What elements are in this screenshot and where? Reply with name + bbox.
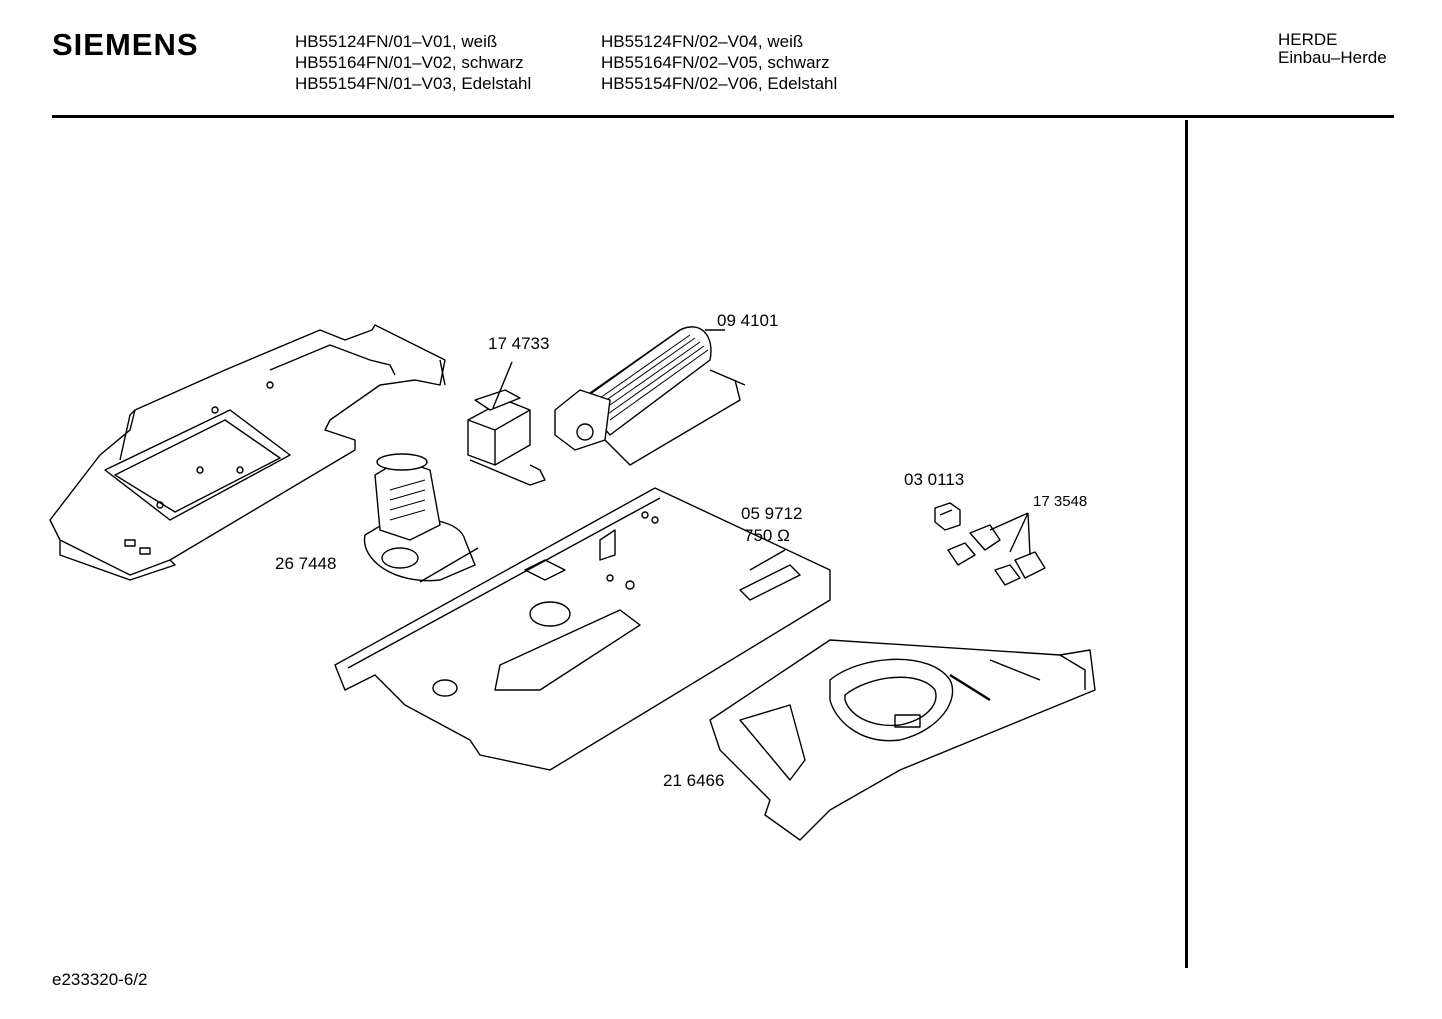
model-item: HB55164FN/02–V05, schwarz <box>601 53 830 72</box>
part-value-059712: 750 Ω <box>744 526 790 545</box>
product-category: HERDE Einbau–Herde <box>1278 31 1387 67</box>
model-list-left: HB55124FN/01–V01, weiß HB55164FN/01–V02,… <box>295 31 531 94</box>
category-subtitle: Einbau–Herde <box>1278 48 1387 67</box>
clip-parts <box>947 512 1046 586</box>
header-divider <box>52 115 1394 118</box>
model-item: HB55124FN/02–V04, weiß <box>601 32 804 51</box>
model-item: HB55154FN/02–V06, Edelstahl <box>601 74 838 93</box>
part-label-267448: 26 7448 <box>275 554 337 573</box>
cross-flow-fan-part <box>554 326 746 466</box>
model-item: HB55154FN/01–V03, Edelstahl <box>295 74 532 93</box>
top-frame-plate <box>49 324 446 581</box>
base-plate <box>334 487 831 771</box>
document-id: e233320-6/2 <box>52 970 148 989</box>
switch-part <box>934 502 961 531</box>
part-label-059712: 05 9712 <box>741 504 803 523</box>
model-item: HB55124FN/01–V01, weiß <box>295 32 498 51</box>
transformer-part <box>467 361 546 486</box>
bottom-tray <box>709 639 1096 841</box>
part-label-216466: 21 6466 <box>663 771 725 790</box>
part-label-030113: 03 0113 <box>904 470 965 489</box>
part-label-094101: 09 4101 <box>717 311 779 330</box>
model-item: HB55164FN/01–V02, schwarz <box>295 53 524 72</box>
side-divider <box>1185 120 1188 968</box>
part-label-174733: 17 4733 <box>488 334 550 353</box>
model-list-right: HB55124FN/02–V04, weiß HB55164FN/02–V05,… <box>601 31 837 94</box>
siemens-logo: SIEMENS <box>52 27 199 62</box>
blower-motor-part <box>363 453 479 583</box>
category-title: HERDE <box>1278 30 1338 49</box>
part-label-173548: 17 3548 <box>1033 493 1088 510</box>
